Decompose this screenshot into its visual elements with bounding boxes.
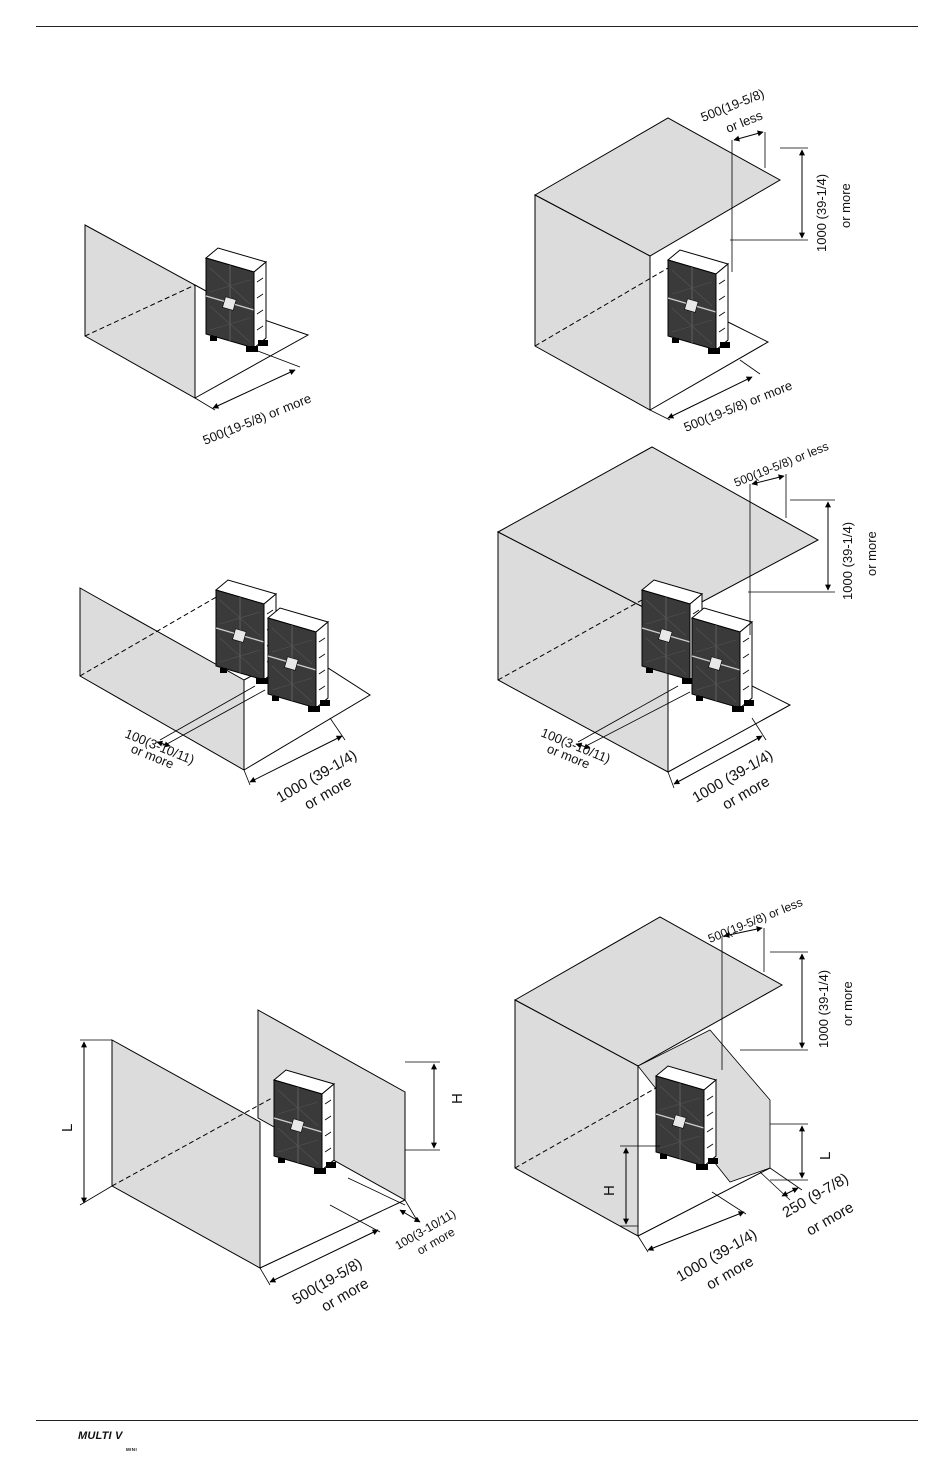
- diagram-front-rear-walls: L H 100(3-10/11) or more 500(19-5/8) or …: [59, 1009, 466, 1315]
- outdoor-unit-icon: [205, 247, 269, 353]
- height-value-label: 1000 (39-1/4): [814, 174, 829, 252]
- outdoor-unit-icon: [691, 607, 755, 713]
- H-label: H: [601, 1185, 618, 1196]
- rear-clearance-label: 500(19-5/8) or more: [682, 378, 795, 435]
- overhang-label: 500(19-5/8) or less: [706, 895, 805, 946]
- height-cond-label: or more: [840, 981, 855, 1026]
- diagram-two-units-rear-wall: 100(3-10/11) or more 1000 (39-1/4) or mo…: [79, 579, 371, 813]
- rear-clearance-label: 500(19-5/8) or more: [201, 391, 314, 448]
- diagram-single-unit-rear-wall: 500(19-5/8) or more: [84, 224, 314, 448]
- multi-v-logo-sub: MINI: [126, 1447, 138, 1452]
- diagram-single-unit-overhang: 500(19-5/8) or less 1000 (39-1/4) or mor…: [533, 86, 853, 435]
- height-cond-label: or more: [838, 183, 853, 228]
- height-cond-label: or more: [864, 531, 879, 576]
- outdoor-unit-icon: [667, 249, 731, 355]
- L-label: L: [59, 1124, 76, 1132]
- overhang-label: 500(19-5/8) or less: [732, 439, 831, 490]
- height-value-label: 1000 (39-1/4): [840, 522, 855, 600]
- height-value-label: 1000 (39-1/4): [816, 970, 831, 1048]
- H-label: H: [449, 1093, 466, 1104]
- diagram-two-units-overhang: 500(19-5/8) or less 1000 (39-1/4) or mor…: [496, 439, 879, 813]
- multi-v-logo: MULTI V: [78, 1430, 123, 1442]
- header-rule: [36, 26, 918, 27]
- outdoor-unit-icon: [273, 1069, 337, 1175]
- diagram-front-rear-walls-overhang: 500(19-5/8) or less 1000 (39-1/4) or mor…: [513, 895, 857, 1293]
- footer-rule: [36, 1420, 918, 1421]
- outdoor-unit-icon: [267, 607, 331, 713]
- outdoor-unit-icon: [655, 1065, 719, 1171]
- L-label: L: [817, 1152, 834, 1160]
